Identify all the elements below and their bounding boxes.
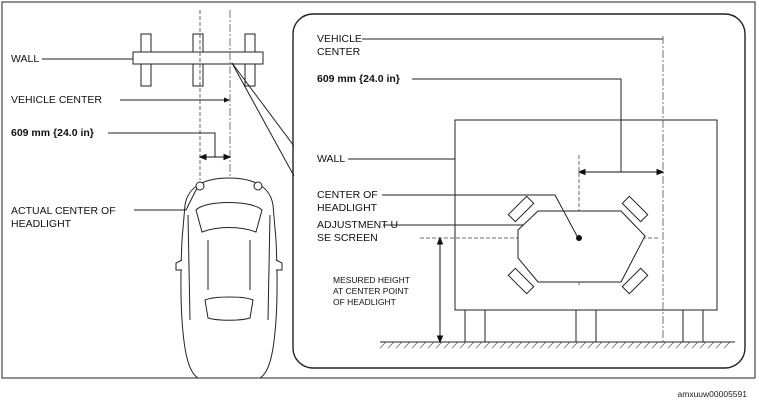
headlight-center-point	[576, 235, 582, 241]
vehicle-top-view	[175, 177, 283, 379]
left-vehicle-center-label: VEHICLE CENTER	[11, 94, 102, 106]
detail-distance-leader	[412, 78, 622, 172]
center-of-headlight-label: CENTER OF HEADLIGHT	[317, 189, 381, 214]
detail-connector-top	[231, 62, 295, 147]
headlight-outline	[507, 195, 649, 295]
measured-height-label: MESURED HEIGHT AT CENTER POINT OF HEADLI…	[333, 275, 412, 307]
detail-view-frame	[292, 13, 746, 369]
figure-frame	[1, 1, 756, 379]
left-wall-label: WALL	[11, 53, 39, 65]
adjustment-screen-label: ADJUSTMENT-U SE SCREEN	[317, 219, 401, 244]
ground-hatch	[379, 341, 735, 349]
detail-connector-bottom	[231, 62, 295, 177]
detail-distance-label: 609 mm {24.0 in}	[317, 73, 400, 85]
left-distance-label: 609 mm {24.0 in}	[11, 127, 94, 139]
center-of-headlight-leader	[382, 194, 578, 237]
wall-legs	[464, 309, 704, 343]
left-vehicle-center-arrowhead	[224, 97, 230, 103]
figure-reference-code: amxuuw00005591	[678, 389, 748, 399]
detail-wall-label: WALL	[317, 153, 345, 165]
detail-vehicle-center-label: VEHICLE CENTER	[317, 33, 365, 58]
left-distance-leader	[108, 132, 216, 157]
height-dimension	[436, 236, 444, 344]
actual-center-leader	[134, 187, 198, 211]
actual-center-label: ACTUAL CENTER OF HEADLIGHT	[11, 205, 119, 230]
wall-top-view	[132, 33, 264, 87]
